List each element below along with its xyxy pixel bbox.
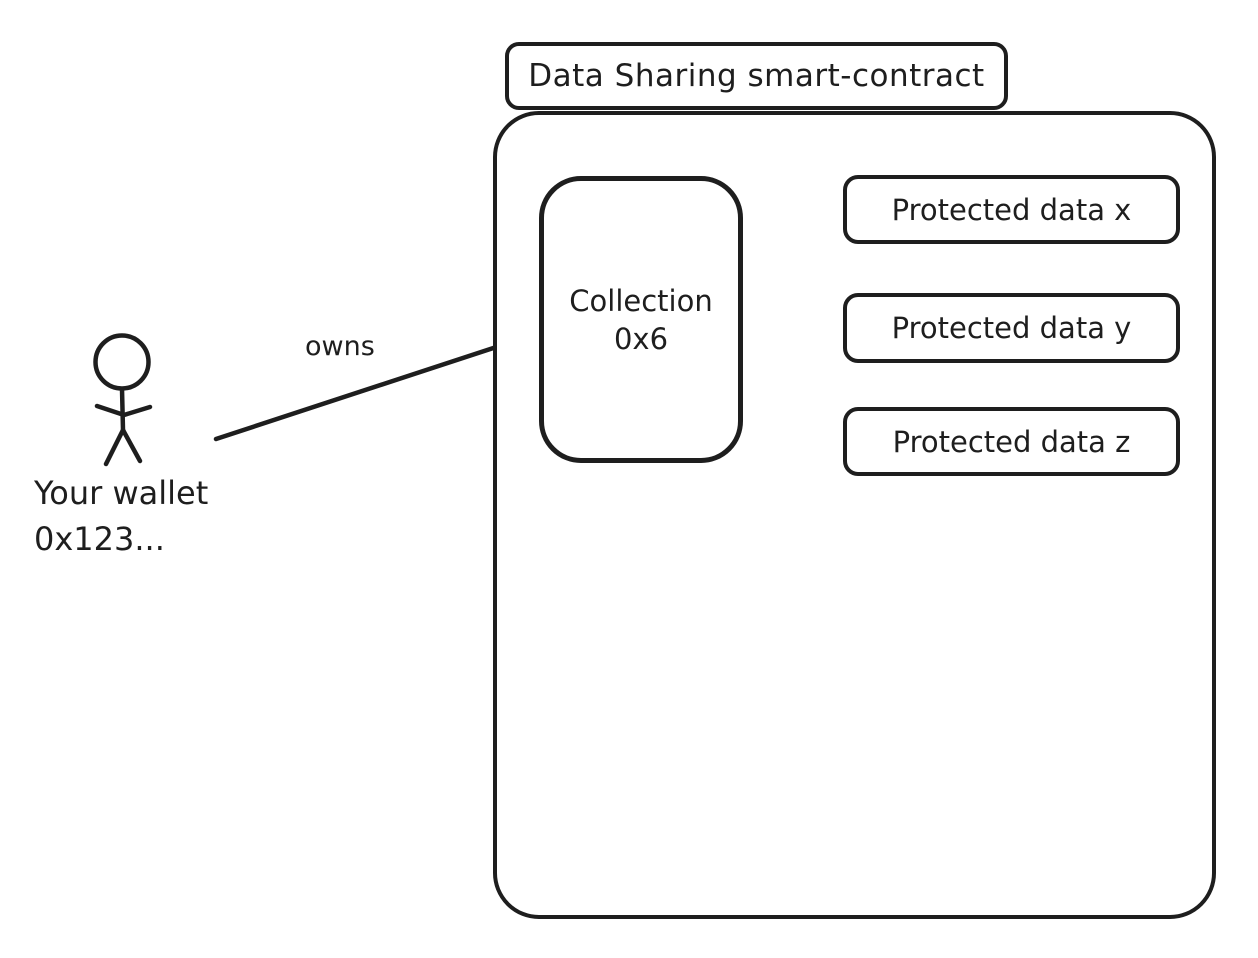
protected-data-y-label: Protected data y xyxy=(891,311,1132,345)
wallet-label-line2: 0x123... xyxy=(34,520,165,558)
wallet-label-line1: Your wallet xyxy=(34,474,209,512)
person-arms xyxy=(94,403,153,418)
protected-data-z-label: Protected data z xyxy=(892,424,1131,459)
protected-data-y-node: Protected data y xyxy=(843,293,1180,363)
collection-label-line1: Collection xyxy=(569,283,713,318)
wallet-label: Your wallet 0x123... xyxy=(34,470,208,562)
owns-arrow-line xyxy=(213,331,539,442)
owns-arrow xyxy=(213,327,539,442)
smart-contract-title-box: Data Sharing smart-contract xyxy=(505,42,1008,110)
protected-data-z-node: Protected data z xyxy=(843,407,1180,476)
owns-edge-label: owns xyxy=(305,331,375,362)
collection-label-line2: 0x6 xyxy=(613,321,669,356)
person-legs xyxy=(103,427,143,467)
collection-node: Collection 0x6 xyxy=(539,176,743,463)
person-body xyxy=(119,386,126,433)
protected-data-x-label: Protected data x xyxy=(891,192,1132,227)
person-icon xyxy=(93,333,153,467)
protected-data-x-node: Protected data x xyxy=(843,175,1180,244)
smart-contract-title: Data Sharing smart-contract xyxy=(528,58,985,94)
person-head xyxy=(93,333,151,391)
